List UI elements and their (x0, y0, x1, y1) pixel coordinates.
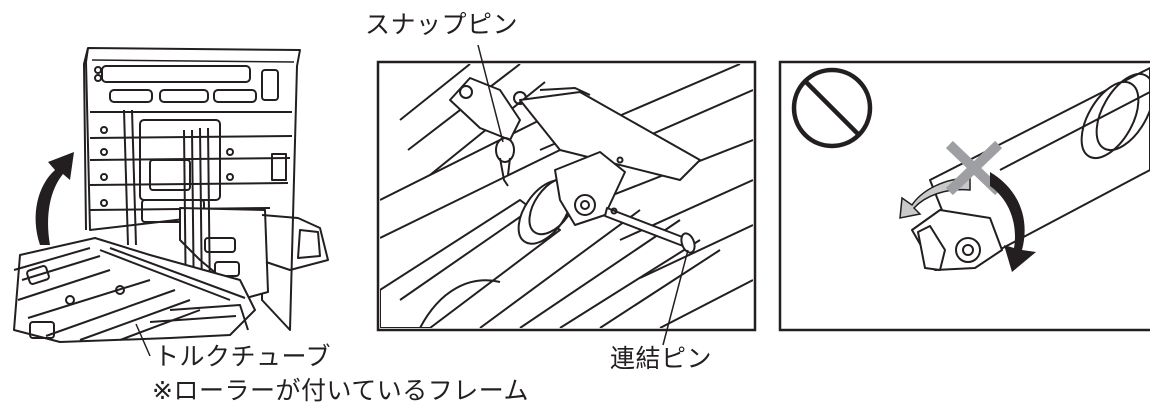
snap-pin-detail-panel (376, 44, 757, 346)
black-rotate-arrow-icon (990, 172, 1036, 272)
connecting-pin-label: 連結ピン (610, 344, 713, 373)
prohibited-rotation-panel (778, 60, 1150, 332)
torque-tube-label: トルクチューブ (154, 342, 332, 371)
torque-tube-leader (135, 323, 151, 357)
snap-pin-shape (495, 137, 515, 187)
prohibited-icon (791, 67, 873, 149)
connecting-pin-leader (662, 249, 689, 346)
snap-pin-label: スナップピン (365, 10, 519, 39)
machine-illustration (13, 47, 329, 343)
raise-arrow-icon (35, 152, 74, 245)
frame-note-label: ※ローラーが付いているフレーム (152, 376, 529, 405)
snap-pin-leader (477, 44, 504, 143)
x-mark-icon (945, 140, 1003, 196)
